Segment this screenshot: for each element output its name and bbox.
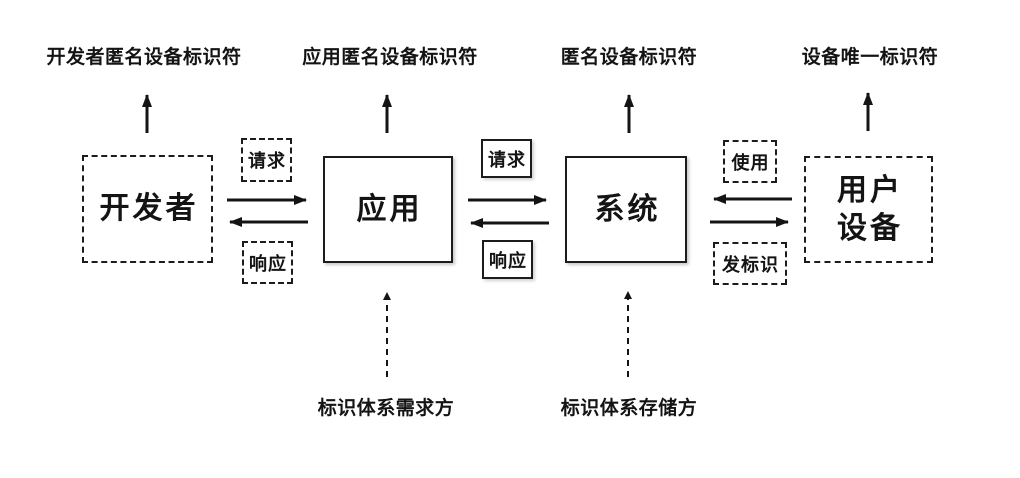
- node-system: 系统: [565, 156, 687, 263]
- edge-label-response-app-system: 响应: [482, 240, 533, 279]
- top-label-anonymous-device-identifier: 匿名设备标识符: [560, 47, 698, 68]
- edge-label-response-developer-app: 响应: [242, 241, 293, 284]
- node-app: 应用: [323, 156, 453, 263]
- node-user-device: 用户 设备: [804, 156, 933, 263]
- node-user-device-label-line2: 设备: [837, 211, 903, 245]
- top-label-app-anonymous-device-identifier: 应用匿名设备标识符: [302, 47, 478, 68]
- top-label-developer-anonymous-device-identifier: 开发者匿名设备标识符: [46, 47, 242, 68]
- edge-label-request-app-system: 请求: [481, 139, 532, 178]
- top-label-device-unique-identifier: 设备唯一标识符: [801, 47, 939, 68]
- node-developer: 开发者: [82, 155, 213, 263]
- node-developer-label: 开发者: [99, 192, 199, 226]
- edge-label-send-identifier-system-device: 发标识: [713, 242, 787, 285]
- bottom-label-identifier-system-storage-side: 标识体系存储方: [560, 398, 698, 419]
- node-system-label: 系统: [594, 192, 661, 226]
- edge-label-use-system-device: 使用: [723, 140, 777, 183]
- node-app-label: 应用: [356, 192, 423, 226]
- edge-label-request-developer-app: 请求: [241, 138, 292, 182]
- bottom-label-identifier-system-demand-side: 标识体系需求方: [317, 398, 455, 419]
- node-user-device-label-line1: 用户: [837, 174, 903, 207]
